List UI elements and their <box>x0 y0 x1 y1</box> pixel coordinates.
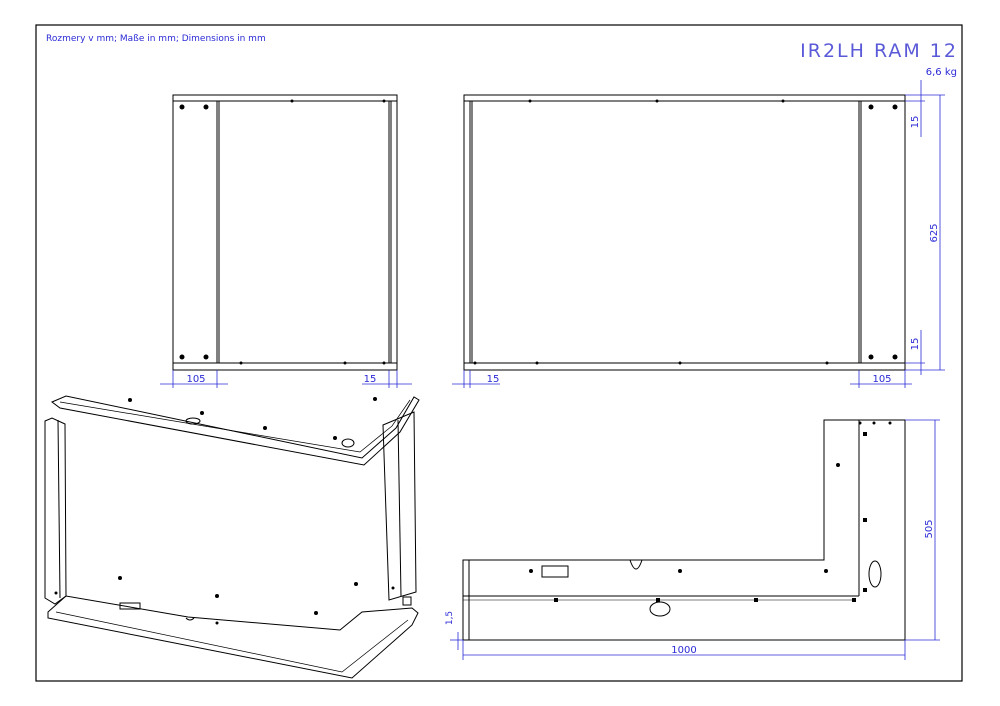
side-view-screws <box>473 99 898 365</box>
plan-view-screws <box>529 421 892 602</box>
plan-view-outline <box>462 419 906 641</box>
side-dim-15-left: 15 <box>487 374 500 385</box>
side-dim-15-bottom: 15 <box>910 338 921 351</box>
iso-left-panel <box>44 417 67 605</box>
iso-bottom-plate <box>47 595 419 679</box>
front-dim-15: 15 <box>364 374 377 385</box>
iso-screws <box>54 397 395 625</box>
side-dim-15-top: 15 <box>910 116 921 129</box>
plan-view <box>462 419 906 641</box>
model-title: IR2LH RAM 12 <box>800 40 958 62</box>
isometric-view <box>44 395 420 679</box>
front-view-dimensions <box>160 370 412 388</box>
plan-dim-1-5: 1,5 <box>445 611 455 625</box>
iso-top-plate <box>51 395 420 466</box>
front-view-outline <box>172 94 398 371</box>
front-dim-105: 105 <box>186 374 205 385</box>
plan-view-cable-gland <box>868 560 882 588</box>
units-note: Rozmery v mm; Maße in mm; Dimensions in … <box>46 34 266 44</box>
side-view-outline <box>463 94 906 371</box>
plan-view-slot <box>541 565 569 578</box>
side-view-dimensions <box>452 80 945 388</box>
front-view <box>172 94 398 371</box>
front-view-screws <box>179 99 386 365</box>
iso-right-panel <box>382 411 417 601</box>
plan-dim-1000: 1000 <box>671 645 696 656</box>
side-dim-105: 105 <box>872 374 891 385</box>
side-dim-625: 625 <box>929 223 940 242</box>
plan-view-dimensions <box>450 419 940 660</box>
weight-label: 6,6 kg <box>926 67 957 78</box>
sheet-border <box>35 24 963 682</box>
plan-dim-505: 505 <box>924 519 935 538</box>
side-view <box>463 94 906 371</box>
